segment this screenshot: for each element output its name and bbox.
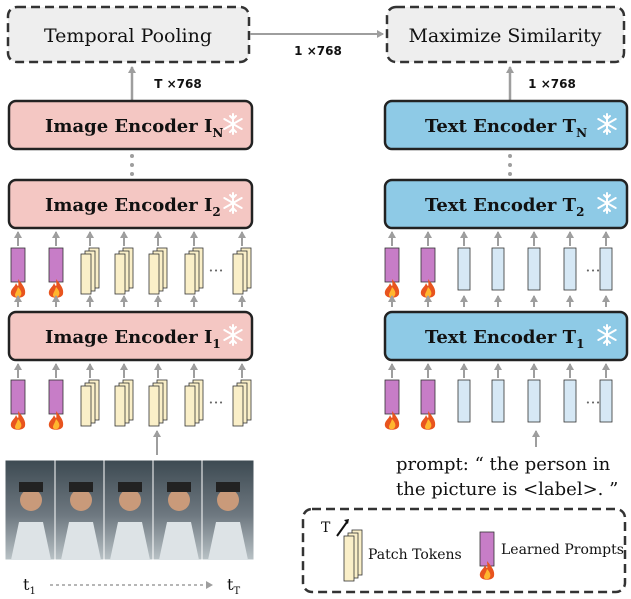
dim-middle-label: 1 ×768 bbox=[294, 44, 342, 58]
image-encoder-1: Image Encoder I1 bbox=[7, 310, 254, 362]
svg-text:Image Encoder I1: Image Encoder I1 bbox=[45, 327, 221, 351]
patch-token-stack bbox=[232, 379, 252, 427]
image-encoder-stack-dots bbox=[130, 154, 134, 176]
svg-text:Text Encoder T2: Text Encoder T2 bbox=[425, 195, 584, 219]
dim-right-label: 1 ×768 bbox=[528, 77, 576, 91]
legend-patch-token-icon bbox=[343, 529, 363, 582]
temporal-pooling-box: Temporal Pooling bbox=[6, 5, 251, 64]
learned-prompt-token bbox=[420, 247, 436, 298]
patch-token-stack bbox=[184, 379, 204, 427]
text-token bbox=[457, 379, 471, 423]
learned-prompt-token bbox=[10, 247, 26, 298]
text-token bbox=[563, 247, 577, 291]
prompt-line-2: the picture is <label>. ” bbox=[396, 479, 618, 500]
timeline-end-label: tT bbox=[227, 575, 240, 597]
legend-learned-prompts-label: Learned Prompts bbox=[501, 542, 624, 558]
video-frame bbox=[201, 459, 255, 561]
patch-token-stack bbox=[80, 379, 100, 427]
dim-left-label: T ×768 bbox=[154, 77, 201, 91]
patch-token-stack bbox=[114, 247, 134, 295]
legend-learned-prompt-icon bbox=[479, 531, 495, 580]
image-encoder-2: Image Encoder I2 bbox=[7, 178, 254, 230]
text-token bbox=[599, 379, 613, 423]
image-encoder-n: Image Encoder IN bbox=[7, 99, 254, 151]
text-token bbox=[457, 247, 471, 291]
text-token bbox=[527, 247, 541, 291]
svg-text:Text Encoder TN: Text Encoder TN bbox=[425, 116, 587, 140]
learned-prompt-token bbox=[384, 247, 400, 298]
patch-token-stack bbox=[148, 379, 168, 427]
timeline-start-label: t1 bbox=[23, 575, 36, 597]
learned-prompt-token bbox=[384, 379, 400, 430]
text-tokens-ellipsis-lower: ··· bbox=[585, 393, 600, 412]
svg-text:Text Encoder T1: Text Encoder T1 bbox=[425, 327, 584, 351]
maximize-similarity-label: Maximize Similarity bbox=[408, 25, 601, 47]
image-tokens-ellipsis-lower: ··· bbox=[208, 393, 223, 412]
text-token bbox=[491, 379, 505, 423]
text-encoder-n: Text Encoder TN bbox=[383, 99, 629, 151]
text-encoder-2: Text Encoder T2 bbox=[383, 178, 629, 230]
learned-prompt-token bbox=[10, 379, 26, 430]
video-frame bbox=[4, 459, 58, 561]
prompt-line-1: prompt: “ the person in bbox=[396, 454, 611, 475]
patch-token-stack bbox=[232, 247, 252, 295]
patch-token-stack bbox=[80, 247, 100, 295]
legend-patch-tokens-label: Patch Tokens bbox=[368, 547, 462, 563]
text-encoder-stack-dots bbox=[508, 154, 512, 176]
video-frame bbox=[152, 459, 206, 561]
learned-prompt-token bbox=[420, 379, 436, 430]
text-token bbox=[563, 379, 577, 423]
patch-token-stack bbox=[184, 247, 204, 295]
text-token bbox=[599, 247, 613, 291]
image-tokens-ellipsis-upper: ··· bbox=[208, 261, 223, 280]
text-token bbox=[491, 247, 505, 291]
legend-t-label: T bbox=[321, 520, 331, 536]
legend-box: T Patch Tokens Learned Prompts bbox=[301, 507, 627, 594]
video-frames bbox=[4, 459, 255, 561]
svg-text:Image Encoder I2: Image Encoder I2 bbox=[45, 195, 221, 219]
patch-token-stack bbox=[114, 379, 134, 427]
learned-prompt-token bbox=[48, 247, 64, 298]
patch-token-stack bbox=[148, 247, 168, 295]
legend-t-arrow bbox=[336, 521, 348, 537]
text-token bbox=[527, 379, 541, 423]
text-tokens-ellipsis-upper: ··· bbox=[585, 261, 600, 280]
svg-text:Image Encoder IN: Image Encoder IN bbox=[45, 116, 223, 140]
temporal-pooling-label: Temporal Pooling bbox=[44, 25, 212, 47]
text-encoder-1: Text Encoder T1 bbox=[383, 310, 629, 362]
video-frame bbox=[54, 459, 108, 561]
video-frame bbox=[103, 459, 157, 561]
maximize-similarity-box: Maximize Similarity bbox=[385, 5, 626, 64]
learned-prompt-token bbox=[48, 379, 64, 430]
